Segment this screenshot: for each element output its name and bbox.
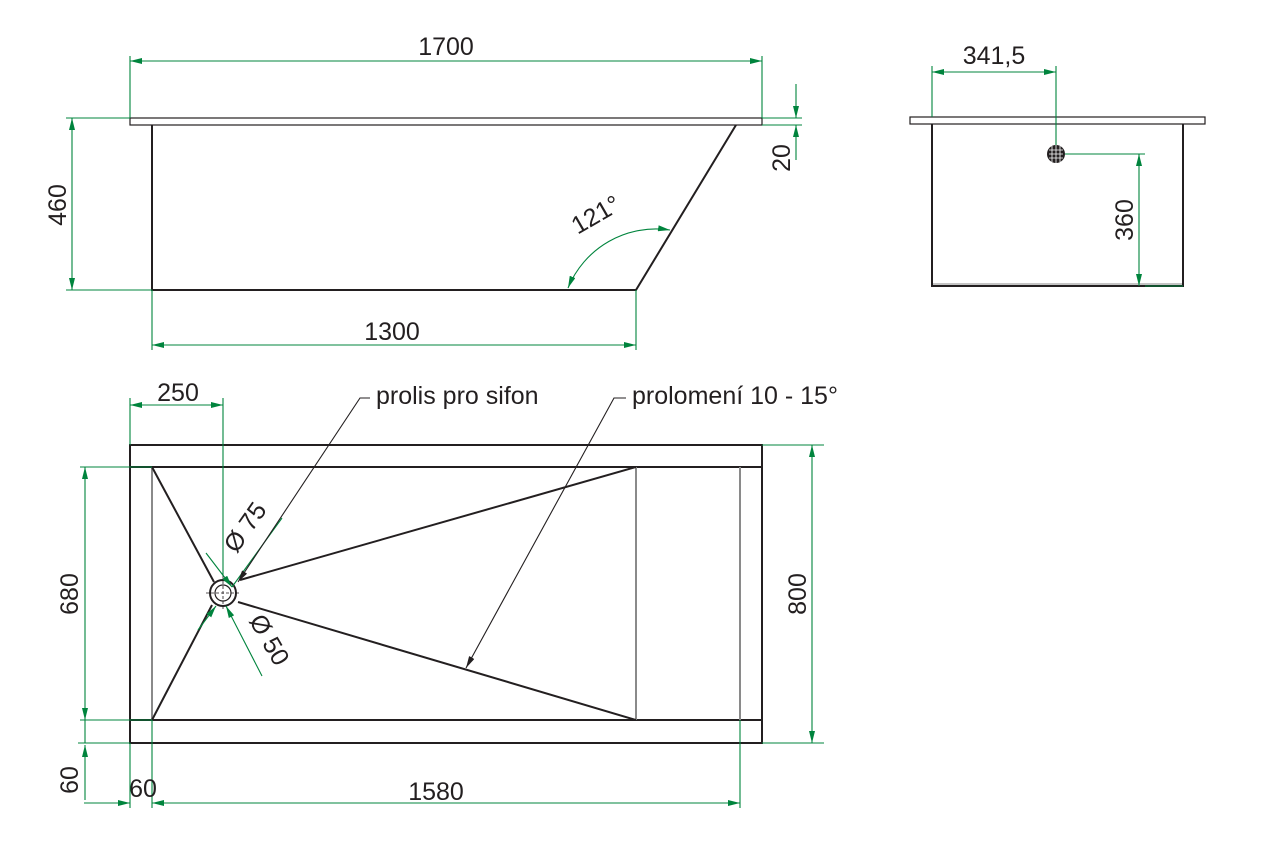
- dim-length-top: 1700: [418, 33, 474, 61]
- dim-outer-width: 800: [784, 573, 812, 615]
- dim-drain-inner: Ø 50: [243, 610, 294, 671]
- dim-inner-width: 680: [56, 573, 84, 615]
- slope-line: [151, 604, 213, 721]
- dim-drain-offset-side: 341,5: [963, 42, 1026, 70]
- dim-height-side: 460: [44, 184, 72, 226]
- side-view-body: [151, 124, 737, 291]
- dim-inner-length: 1580: [408, 778, 464, 806]
- slope-line: [237, 601, 637, 721]
- dim-rim-thickness: 20: [768, 144, 796, 172]
- leader-slope-break: [465, 397, 626, 669]
- side-view-rim: [129, 117, 763, 126]
- angle-label: 121°: [567, 190, 626, 240]
- label-slope-break: prolomení 10 - 15°: [632, 382, 838, 410]
- dim-drain-height: 360: [1111, 199, 1139, 241]
- dim-drain-outer: Ø 75: [218, 497, 272, 557]
- end-view-rim: [909, 116, 1206, 125]
- dim-bottom-length: 1300: [364, 318, 420, 346]
- dim-rim-width-bottom: 60: [56, 766, 84, 794]
- angle-arc: [567, 225, 671, 289]
- dim-line-diameter: [197, 605, 217, 631]
- dim-line-diameter: [205, 552, 233, 588]
- plan-outline: [129, 444, 763, 744]
- side-view: 121° 1700 460 20 1300: [44, 33, 802, 350]
- slope-line: [151, 466, 215, 583]
- end-view-body: [931, 124, 1184, 287]
- plan-view: Ø 75 Ø 50 prolis pro sifon prolomení 10 …: [56, 379, 838, 808]
- dim-rim-width-left: 60: [129, 775, 157, 803]
- slope-line: [239, 466, 637, 581]
- label-siphon-cutout: prolis pro sifon: [376, 382, 539, 410]
- dim-line-diameter: [225, 605, 263, 677]
- end-view: 341,5 360: [909, 42, 1206, 287]
- dim-drain-offset-plan: 250: [157, 379, 199, 407]
- leader-siphon: [237, 397, 370, 583]
- drain-thread-icon: [1049, 145, 1063, 163]
